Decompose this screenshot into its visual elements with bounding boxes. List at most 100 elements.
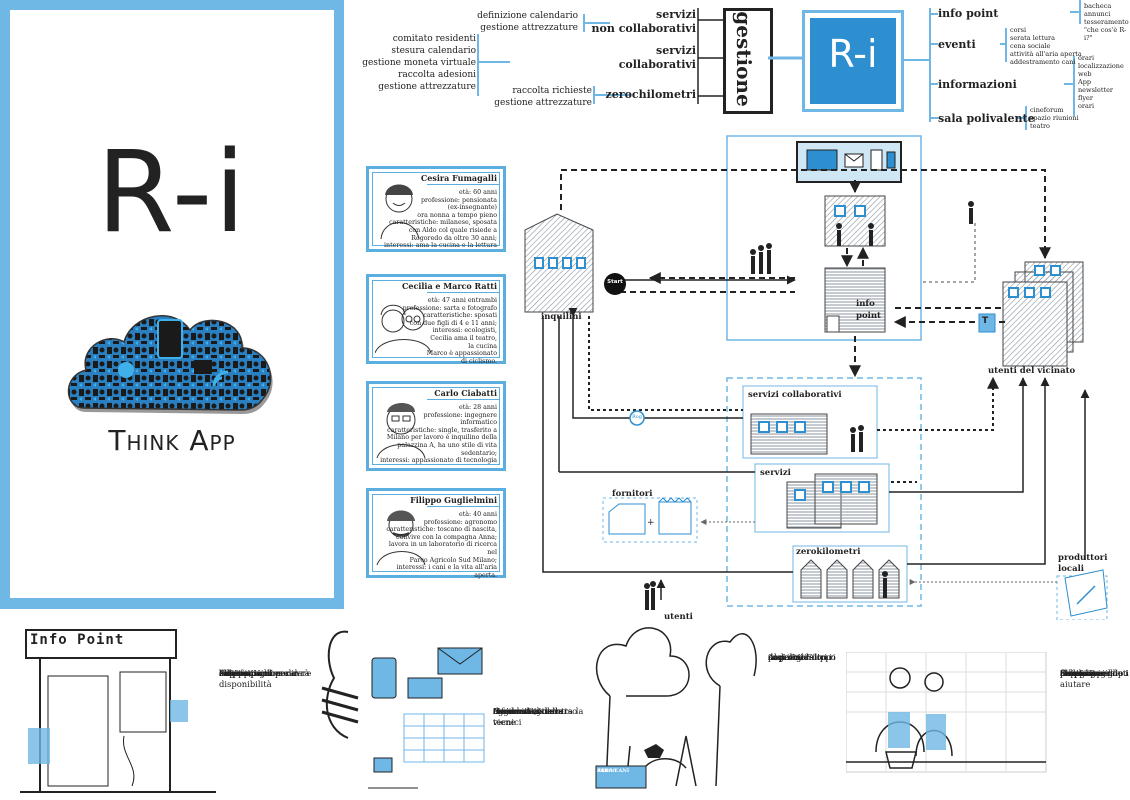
persona-line: (ex-insegnante) xyxy=(447,204,497,212)
produttori-label-line: produttori xyxy=(1058,553,1108,563)
persona-line: con due figli di 4 e 11 anni; xyxy=(409,319,497,327)
persona-line: la cucina xyxy=(468,342,497,350)
tree-item: web xyxy=(1078,70,1092,78)
caption-line: Due giorni dopo xyxy=(1060,668,1129,678)
branch-item: definizione calendario xyxy=(477,11,578,21)
persona-line: età: 60 anni xyxy=(458,189,497,196)
persona-line: Rogoredo da oltre 30 anni; xyxy=(411,234,497,242)
caption-line: risotto per gli xyxy=(1060,668,1119,678)
tree-item: tesseramento xyxy=(1084,18,1129,26)
branch-name: servizi xyxy=(656,44,696,57)
rt-eventi-items: corsi serata lettura cena sociale attivi… xyxy=(1010,26,1100,66)
caption-line: preparare il xyxy=(1060,668,1111,678)
persona-line: Cecilia ama il teatro, xyxy=(430,334,497,342)
persona-rule xyxy=(427,399,499,400)
persona-name: Carlo Ciabatti xyxy=(434,388,497,398)
persona-line: età: 40 anni xyxy=(458,511,497,518)
persona-card-border xyxy=(372,280,500,358)
persona-name: Filippo Guglielmini xyxy=(410,495,497,505)
branch-items-zerochilometri: raccolta richieste gestione attrezzature xyxy=(470,85,592,109)
branch-item: gestione attrezzature xyxy=(494,98,592,108)
caption-line: all'info point per dare xyxy=(219,668,312,678)
branch-item: gestione attrezzature xyxy=(480,23,578,33)
caption-line: Community dei xyxy=(493,706,558,716)
persona-line: Parco Agricolo Sud Milano; xyxy=(409,556,497,564)
persona-line: interessi: appassionato di tecnologia xyxy=(380,457,497,465)
caption-line: Filippo, siccome avrà xyxy=(219,668,310,678)
brand-title: R-i xyxy=(96,128,248,258)
branch-item: raccolta adesioni xyxy=(398,70,476,80)
persona-card-border xyxy=(372,172,500,246)
caption-line: la propria disponibilità xyxy=(219,668,272,689)
caption-line: informatici della xyxy=(493,706,563,716)
branch-name: non collaborativi xyxy=(591,22,696,35)
tree-item: App xyxy=(1078,78,1092,86)
branch-zerochilometri: zerochilometri xyxy=(580,88,696,102)
story-phone-sketch xyxy=(321,630,485,789)
persona-line: professione: ingegnere xyxy=(423,411,497,419)
branch-items-servizi-nc: definizione calendario gestione attrezza… xyxy=(460,10,578,34)
persona-line: caratteristiche: sposati xyxy=(423,312,497,320)
story-infopoint-sketch xyxy=(20,629,216,793)
caption-line: al servizio di xyxy=(219,668,273,678)
branch-item: comitato residenti xyxy=(392,34,476,44)
persona-line: Marco è appassionato xyxy=(426,350,497,358)
persona-line: sedentario; xyxy=(461,449,497,457)
persona-name: Cesira Fumagalli xyxy=(420,173,497,183)
branch-items-servizi-c: comitato residenti stesura calendario ge… xyxy=(340,33,476,93)
persona-rule xyxy=(427,184,499,185)
rt-info-point-items: bacheca annunci tesseramento "che cos'è … xyxy=(1084,2,1130,42)
persona-line: con Aldo col quale risiede a xyxy=(408,226,497,234)
caption-line: settimana, si reca xyxy=(219,668,295,678)
persona-line: convive con la compagna Anna; xyxy=(396,533,497,541)
story-sign-text: Info Point xyxy=(30,632,125,648)
caption-line: facendosi aiutare xyxy=(1060,668,1101,689)
caption-line: dog-sitting xyxy=(219,668,265,678)
tree-item: flyer xyxy=(1078,94,1093,102)
brand-subtitle: Think App xyxy=(108,424,236,457)
caption-line: amici conosciuti xyxy=(1060,668,1129,678)
persona-line: età: 28 anni xyxy=(458,404,497,411)
caption-line: Filippo spende i xyxy=(1060,668,1128,678)
persona-line: interessi: ama la cucina e la lettura xyxy=(384,242,497,250)
persona-line: interessi: i cani e la vita all'aria ape… xyxy=(396,564,497,579)
branch-name: servizi xyxy=(656,8,696,21)
caption-line: Al parco Filippo xyxy=(768,652,836,662)
caption-line: cani e gli altri xyxy=(768,652,828,662)
rt-sala-polivalente: sala polivalente xyxy=(938,112,1035,125)
caption-line: Newsletter... xyxy=(493,706,548,716)
tree-item: addestramento cani xyxy=(1010,58,1076,66)
zerokilometri-label: zerokilometri xyxy=(796,547,861,557)
persona-line: lavora in un laboratorio di ricerca nel xyxy=(388,541,497,556)
caption-line: residenza,lavoro viene xyxy=(493,706,564,727)
caption-line: del tempo libero in xyxy=(219,668,300,678)
persona-line: professione: agronomo xyxy=(423,518,497,526)
info-point-label: info point xyxy=(856,298,881,322)
tree-item: cineforum xyxy=(1030,106,1064,114)
info-point-label-line: point xyxy=(856,311,881,321)
caption-line: Cecilia a xyxy=(1060,668,1097,678)
persona-portrait-icon xyxy=(380,184,420,240)
persona-line: età: 47 anni entrambi xyxy=(427,297,497,304)
caption-line: "una settimana da xyxy=(219,668,297,678)
persona-rule xyxy=(427,506,499,507)
logo-text: R-i xyxy=(828,32,878,76)
gestione-box xyxy=(723,8,773,114)
branch-item: raccolta richieste xyxy=(512,86,592,96)
tree-item: attività all'aria aperta xyxy=(1010,50,1082,58)
rt-info-point: info point xyxy=(938,7,999,20)
story-park-sketch xyxy=(595,627,757,789)
tree-item: serata lettura xyxy=(1010,34,1056,42)
persona-line: professione: pensionata xyxy=(420,196,497,204)
caption-line: residenti attraverso xyxy=(493,706,578,716)
tree-item: teatro xyxy=(1030,122,1050,130)
fornitori-label: fornitori xyxy=(612,489,653,499)
persona-card: Cecilia e Marco Ratti età: 47 anni entra… xyxy=(366,274,506,365)
caption-line: aggiornato dai tecnici xyxy=(493,706,555,727)
gestione-label: gestione xyxy=(732,11,756,107)
park-sign-line: AREA CANI xyxy=(597,768,630,774)
persona-portrait-icon xyxy=(376,510,426,566)
persona-line: informatico xyxy=(460,419,497,427)
